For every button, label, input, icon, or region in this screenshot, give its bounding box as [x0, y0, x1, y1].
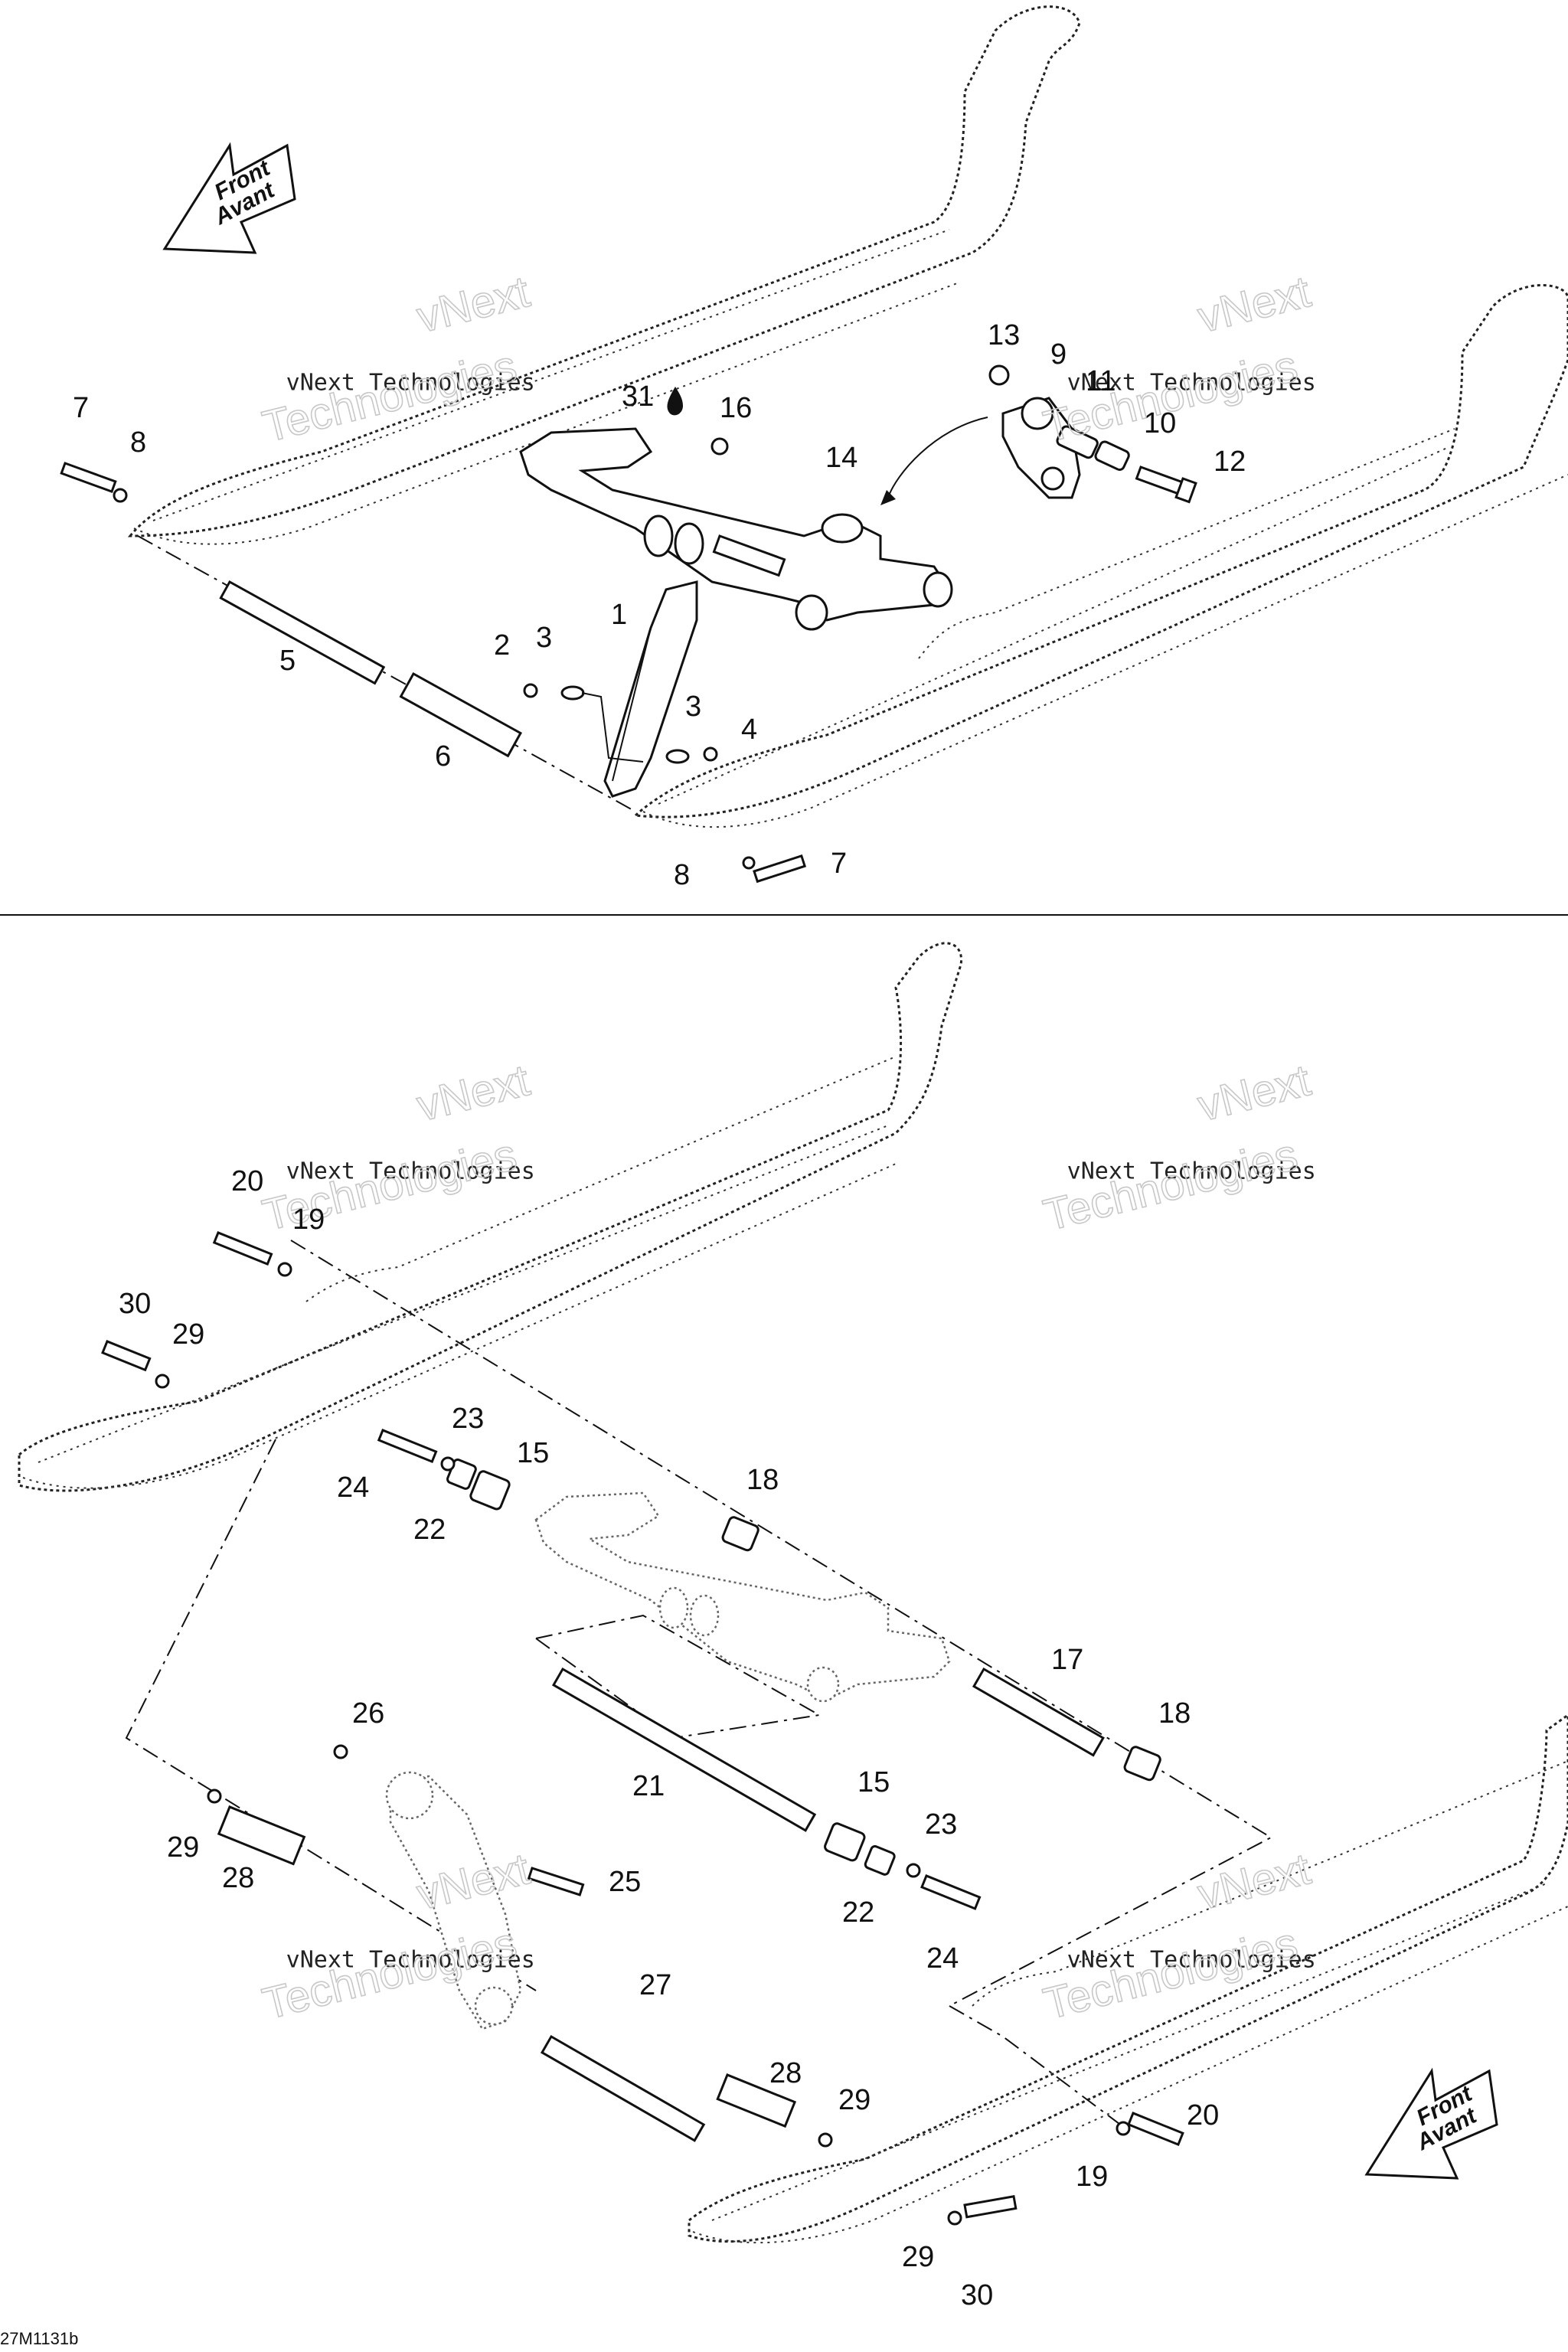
swing-arm-ghost	[534, 1491, 951, 1703]
svg-text:vNext: vNext	[412, 266, 534, 342]
part-callout-3: 3	[536, 622, 552, 654]
part-callout-29: 29	[838, 2084, 871, 2116]
cross-shafts-top	[60, 462, 807, 884]
part-callout-14: 14	[825, 442, 858, 474]
drawing-reference-code: 27M1131b	[0, 2329, 78, 2348]
svg-text:vNext: vNext	[412, 1055, 534, 1131]
shafts-and-spacers-bottom	[101, 1231, 1184, 2226]
part-callout-7: 7	[73, 392, 89, 424]
swing-arm	[519, 427, 953, 631]
bottom-panel: Front Avant vNext vNext Technologies Tec…	[18, 942, 1568, 2244]
part-callout-26: 26	[352, 1697, 384, 1730]
left-rail-top	[127, 5, 1081, 545]
part-callout-22: 22	[842, 1896, 874, 1929]
part-callout-3: 3	[685, 691, 701, 723]
watermark-mid-left: vNext vNext Technologies Technologies	[257, 1055, 535, 1242]
part-callout-17: 17	[1051, 1644, 1083, 1676]
watermark-mid-right: vNext vNext Technologies Technologies	[1038, 1055, 1316, 1242]
right-rail-top	[632, 284, 1568, 828]
grease-drop-icon	[667, 387, 683, 416]
part-callout-20: 20	[1187, 2099, 1219, 2132]
watermark-top-left: vNext vNext Technologies Technologies	[257, 266, 535, 453]
part-callout-20: 20	[231, 1165, 263, 1197]
right-rail-bottom	[688, 1713, 1568, 2244]
part-callout-4: 4	[741, 714, 757, 746]
part-callout-29: 29	[167, 1831, 199, 1864]
svg-text:vNext Technologies: vNext Technologies	[286, 1947, 535, 1974]
part-callout-21: 21	[632, 1770, 665, 1802]
svg-text:Technologies: Technologies	[1039, 1918, 1302, 2029]
svg-text:vNext: vNext	[1193, 266, 1315, 342]
part-callout-27: 27	[639, 1969, 671, 2001]
bracket-assembly	[880, 364, 1197, 505]
part-callout-5: 5	[279, 645, 296, 677]
part-callout-23: 23	[452, 1403, 484, 1435]
part-callout-10: 10	[1144, 407, 1176, 439]
svg-text:vNext Technologies: vNext Technologies	[286, 370, 535, 397]
left-rail-bottom	[18, 942, 963, 1492]
top-panel: Front Avant	[60, 5, 1568, 884]
part-callout-18: 18	[746, 1464, 779, 1496]
svg-text:Technologies: Technologies	[1039, 1129, 1302, 1240]
part-callout-19: 19	[292, 1204, 325, 1236]
part-callout-6: 6	[435, 740, 451, 773]
svg-text:vNext Technologies: vNext Technologies	[1067, 370, 1316, 397]
part-callout-13: 13	[988, 319, 1020, 351]
part-callout-8: 8	[130, 426, 146, 459]
svg-text:vNext: vNext	[1193, 1844, 1315, 1919]
part-callout-29: 29	[172, 1318, 204, 1351]
front-arrow-top: Front Avant	[162, 142, 296, 254]
part-callout-9: 9	[1050, 338, 1067, 371]
part-callout-25: 25	[609, 1866, 641, 1898]
part-callout-31: 31	[622, 381, 654, 413]
part-callout-24: 24	[337, 1472, 369, 1504]
svg-text:vNext Technologies: vNext Technologies	[1067, 1947, 1316, 1974]
part-callout-30: 30	[961, 2279, 993, 2311]
svg-text:Technologies: Technologies	[258, 341, 521, 452]
svg-text:vNext: vNext	[1193, 1055, 1315, 1131]
part-callout-30: 30	[119, 1288, 151, 1320]
part-callout-8: 8	[674, 859, 690, 891]
stopper-strap	[523, 580, 718, 798]
front-arrow-bottom: Front Avant	[1364, 2067, 1498, 2180]
watermark-top-right: vNext vNext Technologies Technologies	[1038, 266, 1316, 453]
shock-absorber	[385, 1771, 522, 2030]
svg-text:vNext Technologies: vNext Technologies	[286, 1158, 535, 1185]
part-callout-11: 11	[1086, 365, 1116, 397]
part-callout-18: 18	[1158, 1697, 1191, 1730]
part-callout-1: 1	[611, 599, 627, 631]
part-callout-24: 24	[926, 1942, 959, 1975]
part-callout-15: 15	[517, 1437, 549, 1469]
part-callout-2: 2	[494, 629, 510, 662]
part-callout-15: 15	[858, 1766, 890, 1798]
part-callout-23: 23	[925, 1808, 957, 1841]
svg-text:vNext Technologies: vNext Technologies	[1067, 1158, 1316, 1185]
part-callout-22: 22	[413, 1514, 446, 1546]
part-callout-29: 29	[902, 2241, 934, 2273]
part-callout-12: 12	[1214, 446, 1246, 478]
part-callout-16: 16	[720, 392, 752, 424]
part-callout-7: 7	[831, 848, 847, 880]
part-callout-19: 19	[1076, 2161, 1108, 2193]
watermark-bottom-right: vNext vNext Technologies Technologies	[1038, 1844, 1316, 2030]
part-callout-28: 28	[222, 1862, 254, 1894]
part-callout-28: 28	[769, 2057, 802, 2089]
